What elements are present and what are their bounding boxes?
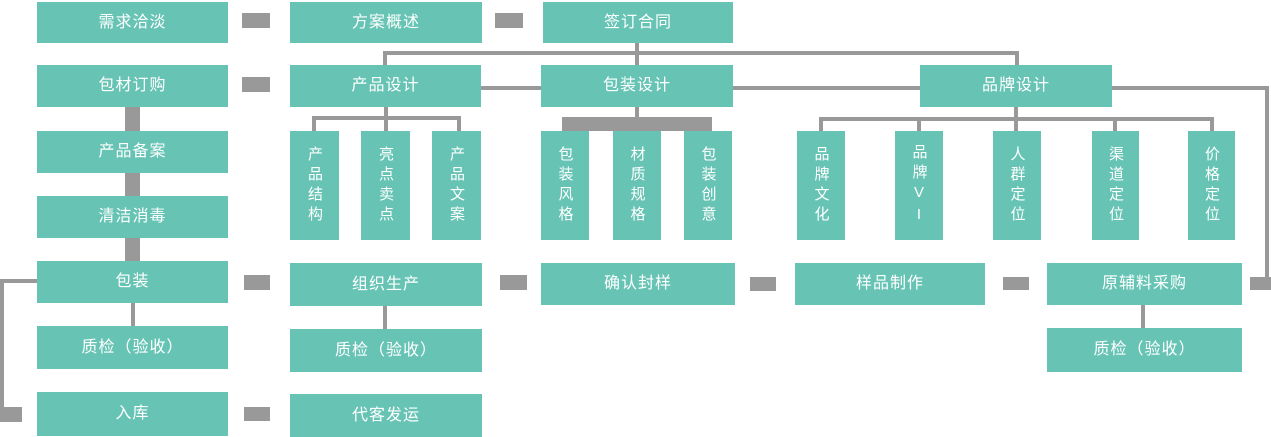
connector-sampleconfirm-to-samplemaking xyxy=(750,277,776,291)
connector-productdesign-stub xyxy=(384,107,388,116)
node-packaging-style: 包装风格 xyxy=(541,131,589,240)
node-material-order: 包材订购 xyxy=(37,65,228,107)
connector-production-to-sampleconfirm xyxy=(500,275,527,290)
connector-branddesign-children-bar xyxy=(819,117,1214,121)
connector-samplemaking-to-rawmaterial xyxy=(1003,277,1029,290)
connector-bypass-to-warehouse xyxy=(0,407,22,422)
node-product-structure: 产品结构 xyxy=(290,131,339,240)
connector-demand-to-plan xyxy=(242,13,270,28)
node-sample-making: 样品制作 xyxy=(795,263,985,305)
connector-to-brand-vi xyxy=(917,121,921,131)
connector-plan-to-contract xyxy=(495,13,523,28)
node-audience-positioning: 人群定位 xyxy=(993,131,1041,240)
connector-branch-to-productdesign xyxy=(383,53,387,65)
node-product-design: 产品设计 xyxy=(290,65,481,107)
connector-packagingdesign-stub xyxy=(635,107,639,117)
connector-material-to-productdesign xyxy=(242,77,270,92)
node-warehouse-in: 入库 xyxy=(37,392,228,436)
connector-branch-to-branddesign xyxy=(1015,53,1019,65)
node-shipping: 代客发运 xyxy=(290,394,482,437)
node-brand-vi: 品牌VI xyxy=(895,131,943,240)
connector-to-price xyxy=(1210,121,1214,131)
connector-to-product-structure xyxy=(312,120,316,131)
connector-packagingdesign-children-bar xyxy=(562,117,712,131)
node-packaging: 包装 xyxy=(37,261,228,303)
node-plan-overview: 方案概述 xyxy=(290,2,482,43)
node-product-copy: 产品文案 xyxy=(432,131,481,240)
connector-productdesign-to-packagingdesign xyxy=(481,86,541,90)
node-qc-right: 质检（验收） xyxy=(1047,328,1242,372)
connector-branddesign-right xyxy=(1112,86,1269,90)
connector-material-to-filing xyxy=(125,107,140,131)
connector-right-vertical xyxy=(1265,86,1269,286)
node-material-spec: 材质规格 xyxy=(613,131,661,240)
connector-to-product-copy xyxy=(457,120,461,131)
connector-production-to-qc-mid xyxy=(383,306,387,329)
node-channel-positioning: 渠道定位 xyxy=(1092,131,1139,240)
node-organize-production: 组织生产 xyxy=(290,263,482,306)
connector-branch-horizontal xyxy=(383,51,1019,55)
node-sign-contract: 签订合同 xyxy=(543,2,733,43)
connector-bypass-horizontal xyxy=(0,279,40,283)
connector-warehouse-to-shipping xyxy=(244,407,270,421)
node-packaging-creative: 包装创意 xyxy=(684,131,732,240)
connector-productdesign-children-bar xyxy=(312,116,461,120)
node-product-filing: 产品备案 xyxy=(37,131,228,173)
connector-branddesign-stub xyxy=(1014,107,1018,117)
connector-branch-to-packagingdesign xyxy=(635,53,639,65)
connector-bypass-vertical xyxy=(0,279,4,415)
connector-filing-to-cleaning xyxy=(125,173,140,196)
node-packaging-design: 包装设计 xyxy=(541,65,733,107)
node-brand-design: 品牌设计 xyxy=(920,65,1112,107)
node-confirm-sample: 确认封样 xyxy=(541,263,735,305)
node-raw-material-purchase: 原辅料采购 xyxy=(1047,263,1242,305)
connector-rawmaterial-to-qc-right xyxy=(1141,305,1145,328)
connector-contract-down xyxy=(635,43,639,53)
connector-to-brand-culture xyxy=(819,121,823,131)
node-brand-culture: 品牌文化 xyxy=(797,131,845,240)
connector-packaging-to-qc-left xyxy=(131,303,135,326)
connector-to-highlight-selling xyxy=(384,120,388,131)
node-qc-left: 质检（验收） xyxy=(37,326,228,369)
connector-to-channel xyxy=(1113,121,1117,131)
node-price-positioning: 价格定位 xyxy=(1188,131,1235,240)
node-demand-talk: 需求洽淡 xyxy=(37,2,228,43)
node-highlight-selling: 亮点卖点 xyxy=(361,131,410,240)
node-cleaning-disinfection: 清洁消毒 xyxy=(37,196,228,238)
connector-cleaning-to-packaging xyxy=(125,238,140,261)
connector-packagingdesign-to-branddesign xyxy=(733,86,920,90)
connector-to-audience xyxy=(1014,121,1018,131)
connector-packaging-to-production xyxy=(244,275,270,290)
node-qc-mid: 质检（验收） xyxy=(290,329,482,372)
